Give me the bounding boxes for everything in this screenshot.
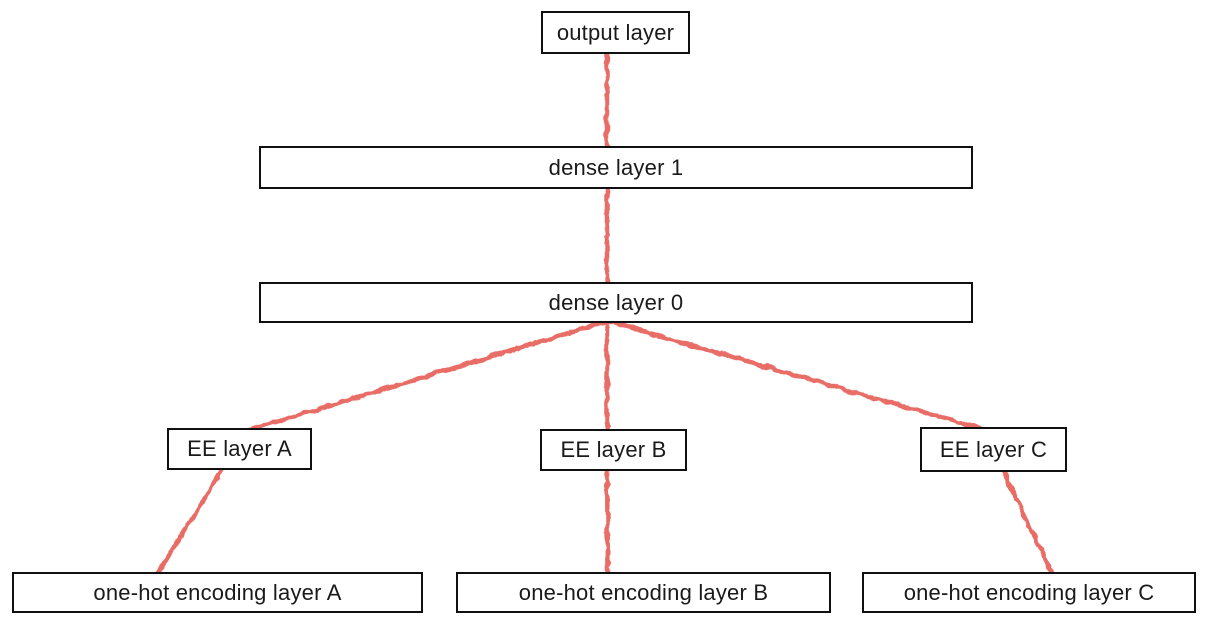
- edge-onehotC-eeC: [999, 466, 1056, 578]
- node-ee-layer-b: EE layer B: [540, 429, 687, 471]
- edge-eeC-dense0: [605, 318, 992, 434]
- node-ee-layer-a: EE layer A: [167, 428, 312, 470]
- node-dense-layer-1: dense layer 1: [259, 146, 973, 189]
- node-one-hot-encoding-layer-c: one-hot encoding layer C: [862, 572, 1196, 613]
- edge-eeA-dense0: [240, 318, 611, 435]
- node-ee-layer-c: EE layer C: [920, 427, 1067, 472]
- node-output-layer: output layer: [541, 11, 690, 54]
- edge-onehotB-eeB: [604, 466, 611, 578]
- node-dense-layer-0: dense layer 0: [259, 282, 973, 323]
- edge-onehotA-eeA: [154, 465, 226, 578]
- node-one-hot-encoding-layer-b: one-hot encoding layer B: [456, 572, 831, 613]
- node-one-hot-encoding-layer-a: one-hot encoding layer A: [12, 572, 423, 613]
